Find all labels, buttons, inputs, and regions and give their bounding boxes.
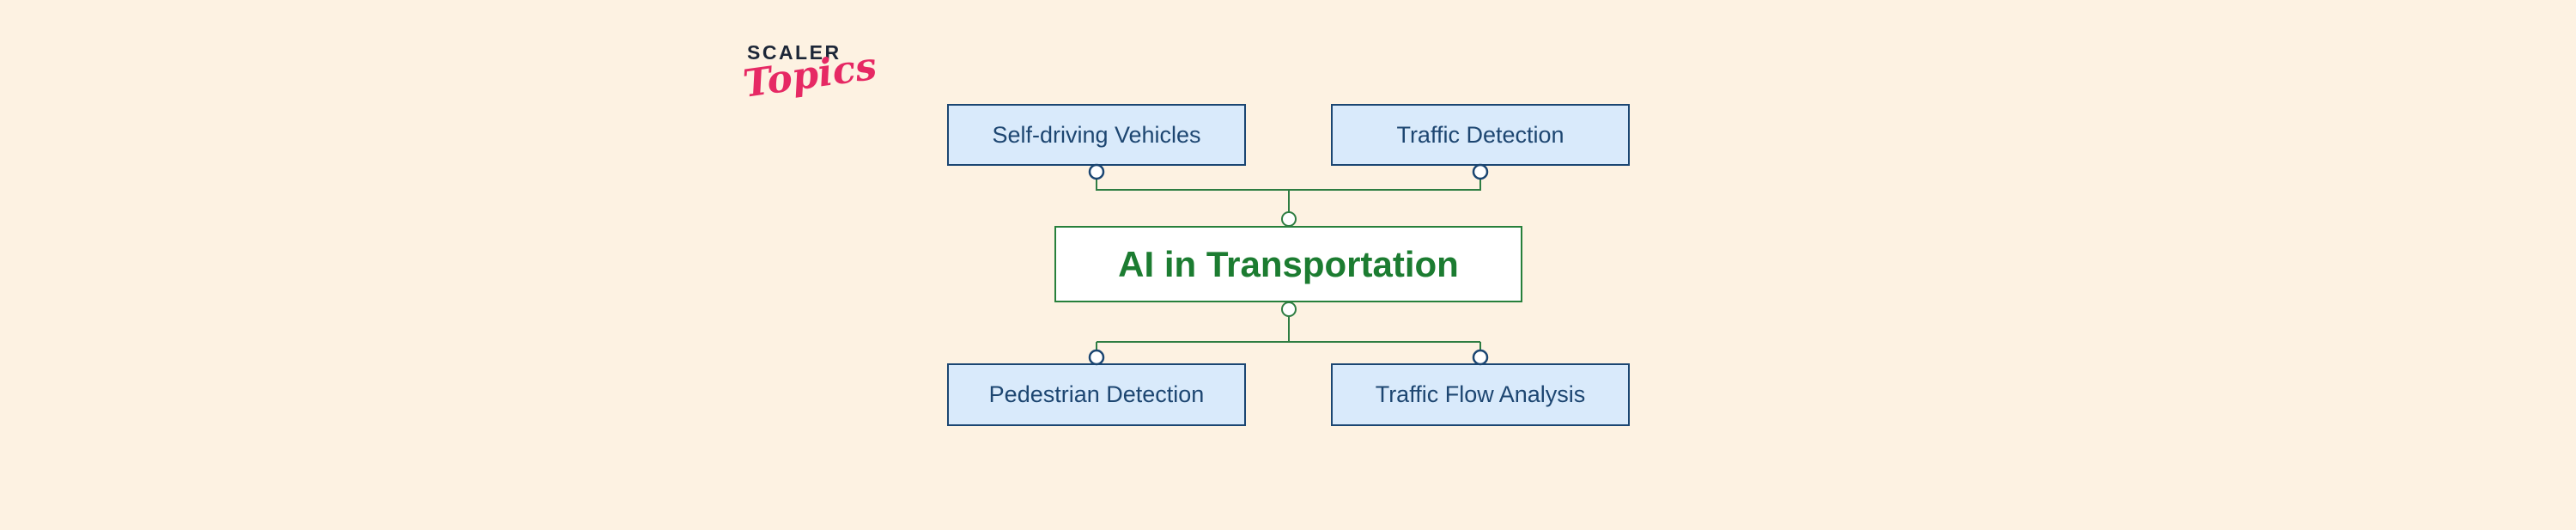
node-label: Traffic Detection [1396,121,1564,148]
connector-bottom-tree [1096,315,1481,351]
node-label: AI in Transportation [1118,243,1459,284]
scaler-topics-logo: SCALER Topics [740,41,936,136]
port-root-top [1281,211,1297,227]
port-root-bottom [1281,302,1297,317]
node-pedestrian-detection: Pedestrian Detection [947,363,1246,426]
port-traffic-flow-analysis [1472,349,1489,366]
node-label: Traffic Flow Analysis [1375,381,1586,407]
node-self-driving-vehicles: Self-driving Vehicles [947,104,1246,166]
node-traffic-detection: Traffic Detection [1331,104,1630,166]
scaler-wordmark: SCALER [747,41,841,64]
node-label: Self-driving Vehicles [992,121,1201,148]
node-traffic-flow-analysis: Traffic Flow Analysis [1331,363,1630,426]
connector-top-tree [1096,178,1481,213]
node-label: Pedestrian Detection [988,381,1205,407]
port-pedestrian-detection [1088,349,1105,366]
port-traffic-detection [1472,163,1489,180]
node-ai-in-transportation: AI in Transportation [1054,226,1522,302]
port-self-driving-vehicles [1088,163,1105,180]
